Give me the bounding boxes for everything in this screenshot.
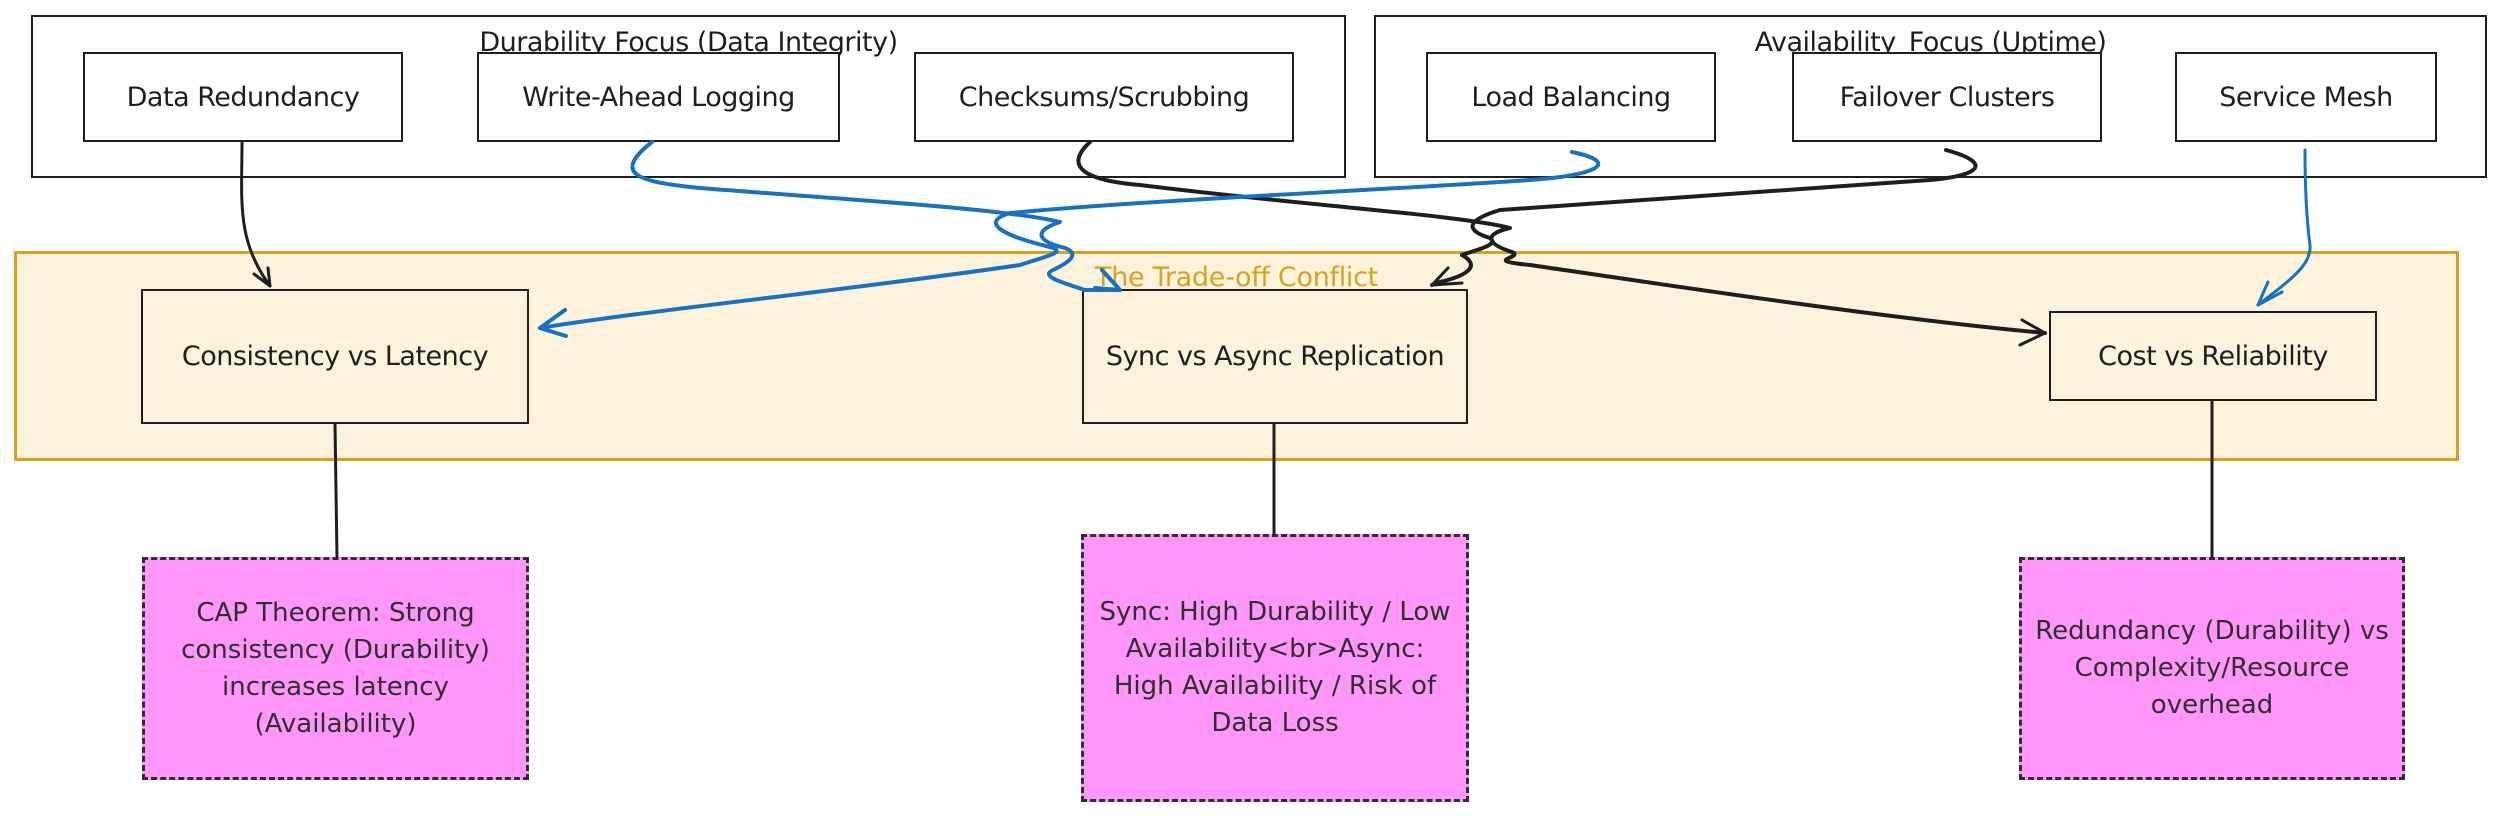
note-cap-theorem: CAP Theorem: Strong consistency (Durabil… <box>142 557 529 780</box>
node-consistency-vs-latency[interactable]: Consistency vs Latency <box>141 289 529 424</box>
node-write-ahead-logging[interactable]: Write-Ahead Logging <box>477 52 840 142</box>
node-checksums-scrubbing[interactable]: Checksums/Scrubbing <box>914 52 1294 142</box>
node-service-mesh[interactable]: Service Mesh <box>2175 52 2437 142</box>
node-sync-vs-async-replication[interactable]: Sync vs Async Replication <box>1082 289 1468 424</box>
node-data-redundancy[interactable]: Data Redundancy <box>83 52 403 142</box>
node-cost-vs-reliability[interactable]: Cost vs Reliability <box>2049 311 2377 401</box>
note-sync-async: Sync: High Durability / Low Availability… <box>1081 534 1469 802</box>
node-failover-clusters[interactable]: Failover Clusters <box>1792 52 2102 142</box>
node-load-balancing[interactable]: Load Balancing <box>1426 52 1716 142</box>
note-redundancy: Redundancy (Durability) vs Complexity/Re… <box>2019 557 2405 780</box>
